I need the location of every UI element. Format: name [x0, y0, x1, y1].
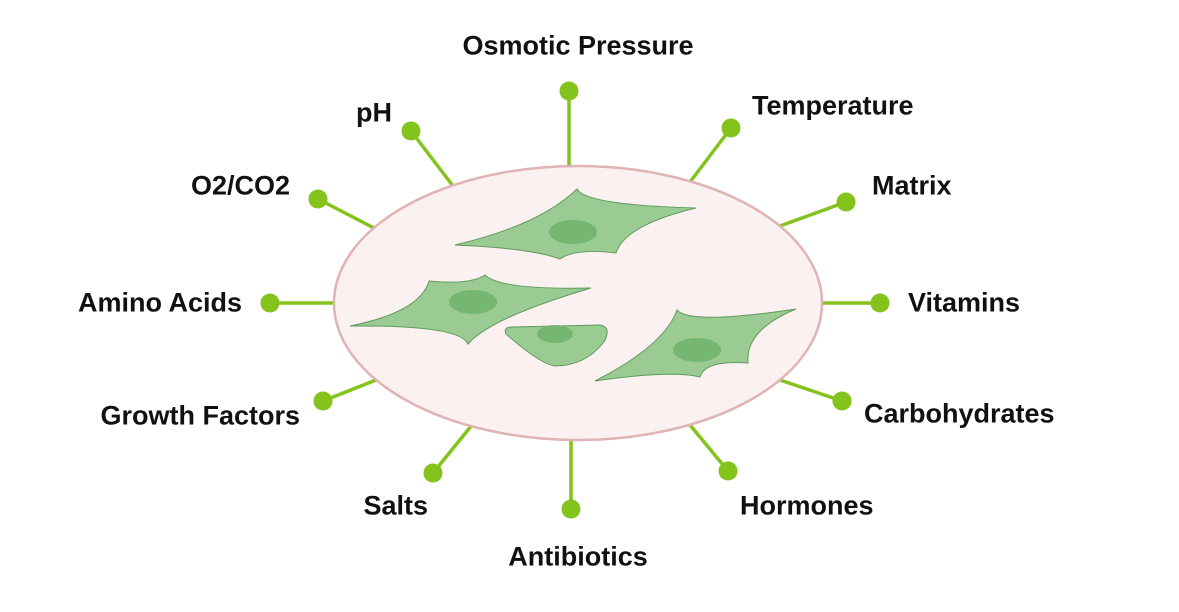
label-gases: O2/CO2: [190, 170, 290, 201]
cell-1-nucleus: [549, 220, 597, 244]
spoke-temperature: [688, 126, 733, 184]
spoke-ph: [409, 129, 455, 188]
spoke-hormones: [688, 423, 730, 473]
spoke-carbohydrates: [779, 378, 843, 403]
label-antibiotics: Antibiotics: [508, 541, 648, 572]
spoke-dot-temperature: [721, 118, 741, 138]
spokes: [260, 81, 890, 519]
label-growth: Growth Factors: [100, 400, 300, 431]
spoke-dot-hormones: [718, 461, 738, 481]
label-osmotic: Osmotic Pressure: [462, 30, 694, 61]
cell-2-nucleus: [449, 290, 497, 314]
spoke-dot-growth: [313, 391, 333, 411]
label-matrix: Matrix: [872, 170, 952, 201]
spoke-salts: [431, 423, 474, 475]
spoke-dot-vitamins: [870, 293, 890, 313]
spoke-dot-salts: [423, 463, 443, 483]
spoke-dot-osmotic: [559, 81, 579, 101]
spoke-dot-ph: [401, 121, 421, 141]
spoke-gases: [317, 197, 375, 230]
label-ph: pH: [356, 97, 392, 128]
cell-4-nucleus: [673, 338, 721, 362]
spoke-growth: [322, 378, 377, 403]
cell-3: [504, 324, 608, 367]
spoke-dot-gases: [308, 189, 328, 209]
label-vitamins: Vitamins: [908, 287, 1021, 318]
label-carbohydrates: Carbohydrates: [864, 398, 1055, 429]
label-salts: Salts: [363, 490, 428, 521]
spoke-dot-amino: [260, 293, 280, 313]
cell-3-nucleus: [537, 325, 573, 343]
spoke-matrix: [779, 200, 847, 228]
label-hormones: Hormones: [740, 490, 874, 521]
spoke-dot-carbohydrates: [832, 391, 852, 411]
spoke-dot-matrix: [836, 192, 856, 212]
spoke-dot-antibiotics: [561, 499, 581, 519]
label-amino: Amino Acids: [77, 287, 242, 318]
cells: [349, 188, 797, 382]
label-temperature: Temperature: [752, 90, 914, 121]
